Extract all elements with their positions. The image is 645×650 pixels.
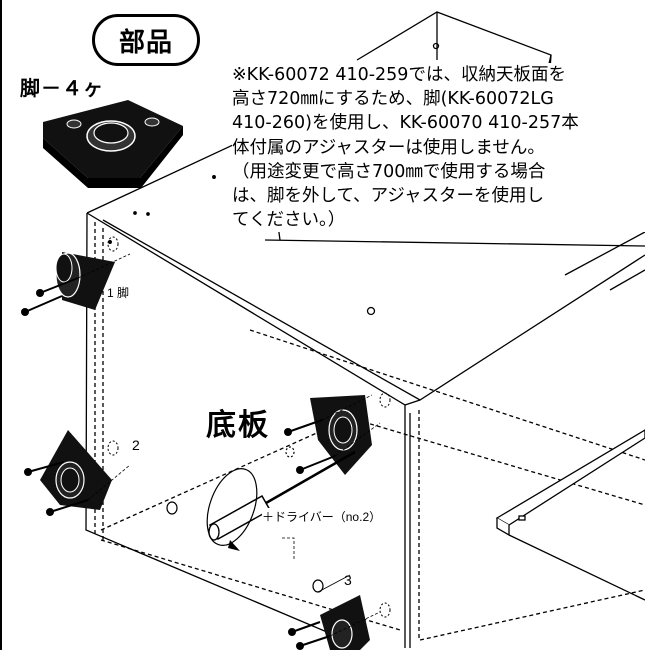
step-2-label: 2	[132, 437, 140, 453]
note-line: 高さ720㎜にするため、脚(KK-60072LG	[232, 89, 554, 110]
foot-2	[40, 430, 112, 510]
shelf-board	[495, 429, 645, 601]
note-line: ※KK-60072 410-259では、収納天板面を	[232, 65, 566, 85]
screwdriver-label: ＋ドライバー（no.2）	[262, 508, 382, 525]
height-note: ※KK-60072 410-259では、収納天板面を 高さ720㎜にするため、脚…	[232, 63, 645, 233]
foot-part-icon	[43, 100, 183, 188]
foot-4	[320, 595, 370, 650]
step-1-label: 1 脚	[107, 286, 130, 300]
foot-1	[55, 252, 115, 310]
foot-quantity-label: 脚－４ヶ	[20, 76, 104, 100]
dowels	[107, 236, 391, 618]
screw-guide-lines	[77, 253, 381, 637]
note-line: は、脚を外して、アジャスターを使用し	[232, 186, 545, 207]
note-line: 410-260)を使用し、KK-60070 410-257本	[232, 113, 579, 134]
foot-3	[310, 395, 372, 475]
step-3-label: 3	[344, 572, 352, 588]
note-line: （用途変更で高さ700㎜で使用する場合	[232, 161, 546, 182]
cam-bolts	[166, 446, 324, 593]
bottom-board-label: 底板	[206, 409, 270, 442]
note-line: てください。）	[232, 210, 346, 231]
parts-heading: 部品	[92, 14, 200, 66]
note-line: 体付属のアジャスターは使用しません。	[232, 137, 545, 158]
screws	[21, 277, 336, 650]
